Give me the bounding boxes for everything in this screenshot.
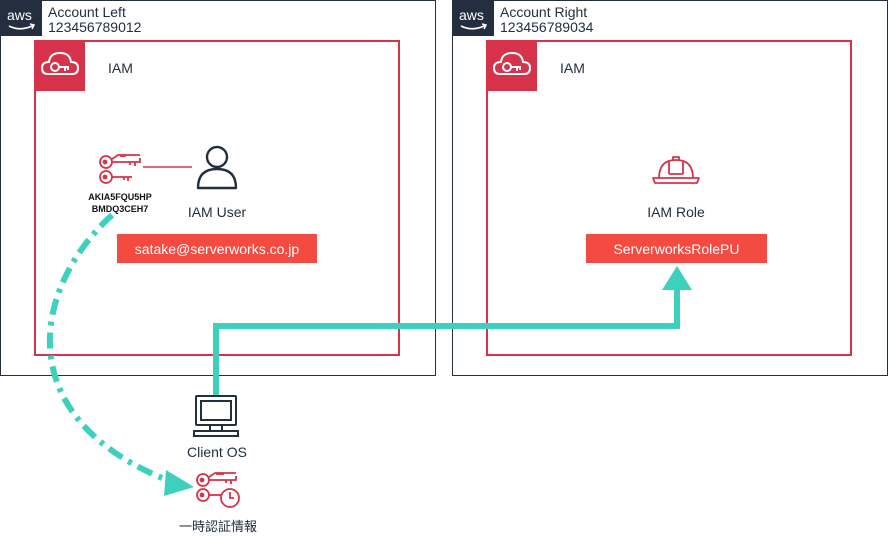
assume-role-arrowhead [662, 266, 692, 290]
temp-credentials-label: 一時認証情報 [178, 520, 257, 535]
aws-logo-icon: aws [1, 1, 42, 36]
account-left-id: 123456789012 [48, 19, 142, 35]
iam-left-label: IAM [108, 60, 133, 76]
client-os-label: Client OS [187, 444, 247, 460]
iam-cloud-key-icon [487, 41, 537, 91]
account-right-name: Account Right [500, 4, 588, 20]
role-name-tag: ServerworksRolePU [586, 234, 767, 263]
keys-icon [96, 148, 144, 188]
aws-logo-text: aws [7, 7, 32, 23]
user-email-tag: satake@serverworks.co.jp [117, 234, 317, 263]
iam-user-label: IAM User [187, 204, 247, 220]
credential-flow-arrowhead [164, 470, 194, 496]
access-key-id-line2: BMDQ3CEH7 [91, 204, 149, 214]
access-key-id-line1: AKIA5FQU5HP [88, 192, 152, 202]
hard-hat-icon [651, 152, 701, 186]
iam-group-right [486, 40, 852, 356]
account-left-name: Account Left [48, 4, 126, 20]
account-right-id: 123456789034 [500, 19, 594, 35]
iam-right-label: IAM [560, 60, 585, 76]
iam-role-label: IAM Role [647, 204, 705, 220]
assume-role-arrow [213, 286, 680, 395]
keys-clock-icon [194, 469, 242, 509]
iam-cloud-key-icon [35, 41, 85, 91]
aws-logo-text: aws [459, 7, 484, 23]
credential-flow-arrow [46, 212, 174, 485]
aws-logo-icon: aws [453, 1, 494, 36]
computer-icon [193, 394, 239, 438]
user-icon [195, 144, 239, 190]
